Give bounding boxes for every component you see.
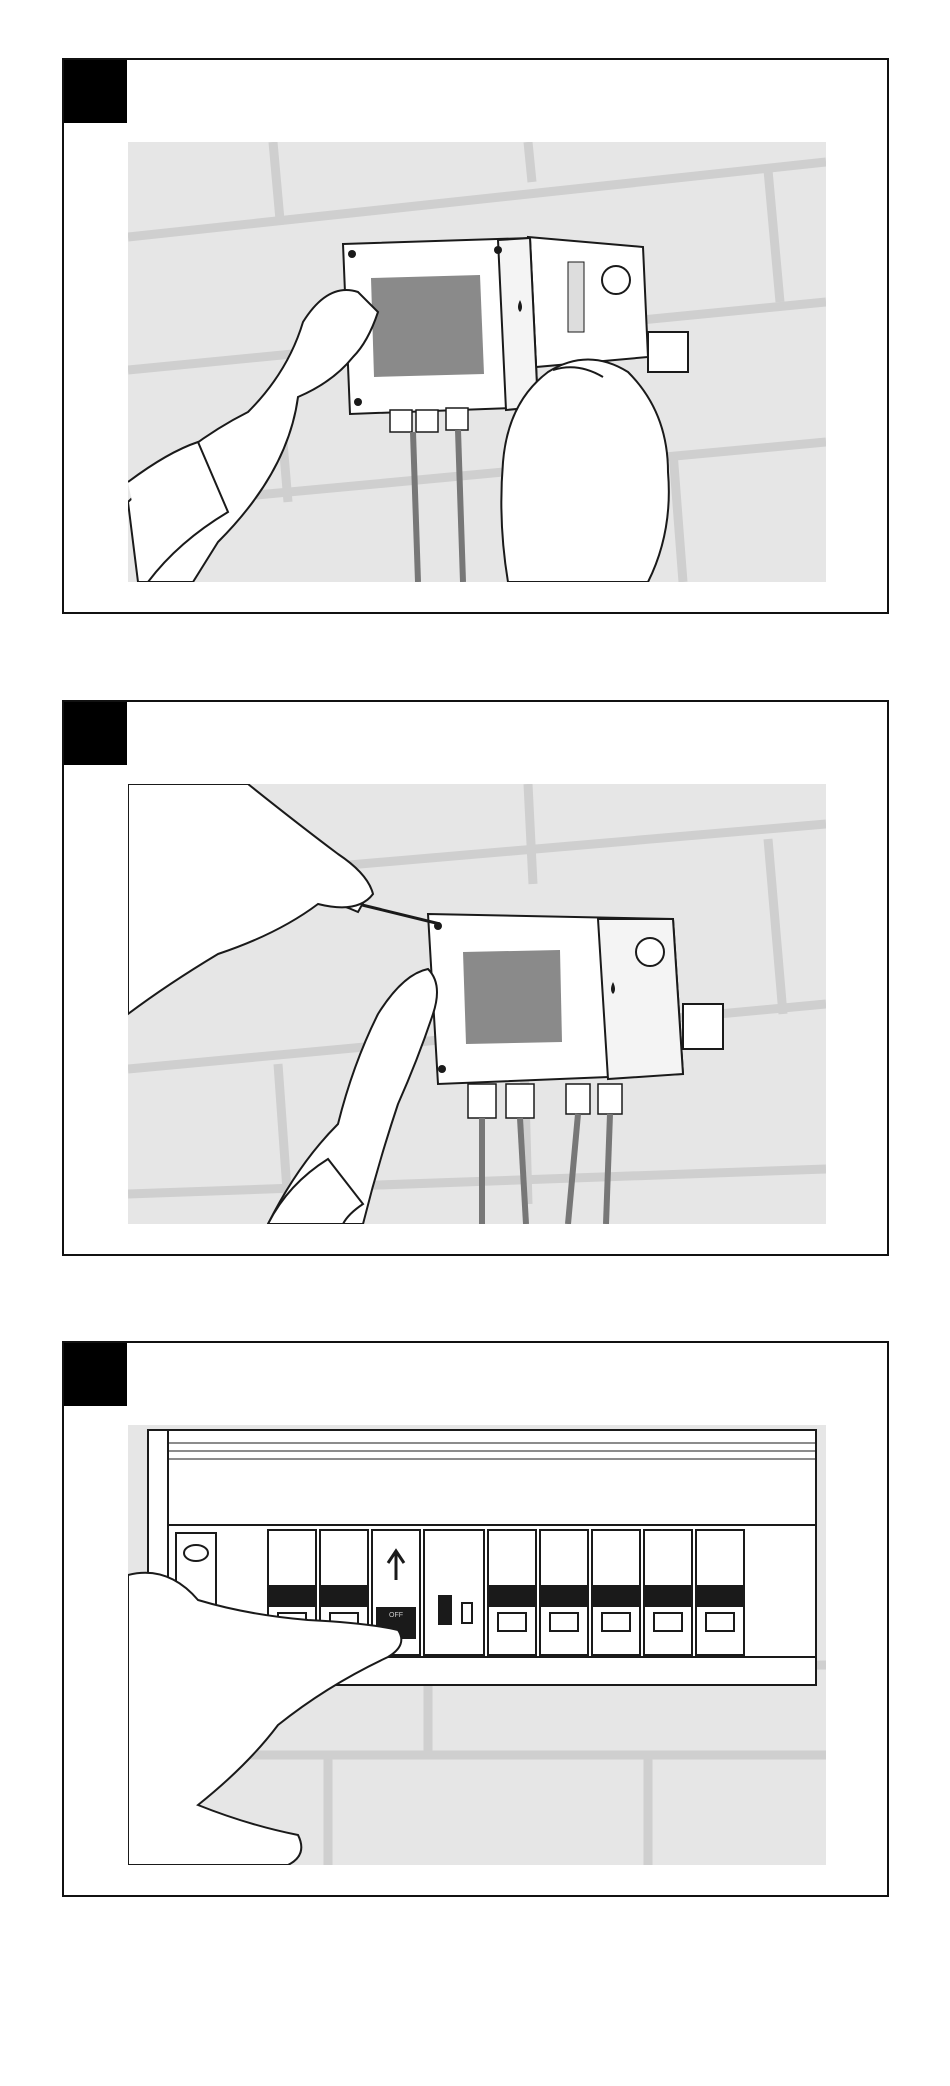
test-button [462,1603,472,1623]
cable-glands [390,408,468,432]
breaker [540,1530,588,1655]
screw-icon [494,246,502,254]
breaker [592,1530,640,1655]
rotary-knob-icon [184,1545,208,1561]
display-window [463,950,562,1044]
step-3-panel: OFF [62,1341,889,1897]
step-2-illustration [128,784,826,1224]
screw-icon [438,1065,446,1073]
screw-icon [354,398,362,406]
breaker [488,1530,536,1655]
step-3-illustration: OFF [128,1425,826,1865]
breaker [644,1530,692,1655]
step-1-panel [62,58,889,614]
step-3-number-box [64,1343,127,1406]
cable-gland-icon [636,938,664,966]
cover-side [498,238,538,410]
rcd-lever [438,1595,452,1625]
cable-gland-icon [602,266,630,294]
off-label: OFF [389,1612,403,1619]
terminal-block [568,262,584,332]
din-rail [648,332,688,372]
step-2-panel [62,700,889,1256]
enclosure-base [528,237,648,367]
right-hand [501,360,668,583]
screw-icon [348,250,356,258]
din-rail [683,1004,723,1049]
step-2-number-box [64,702,127,765]
step-1-number-box [64,60,127,123]
display-window [371,275,484,377]
breaker [696,1530,744,1655]
rcd-unit [424,1530,484,1655]
step-1-illustration [128,142,826,582]
